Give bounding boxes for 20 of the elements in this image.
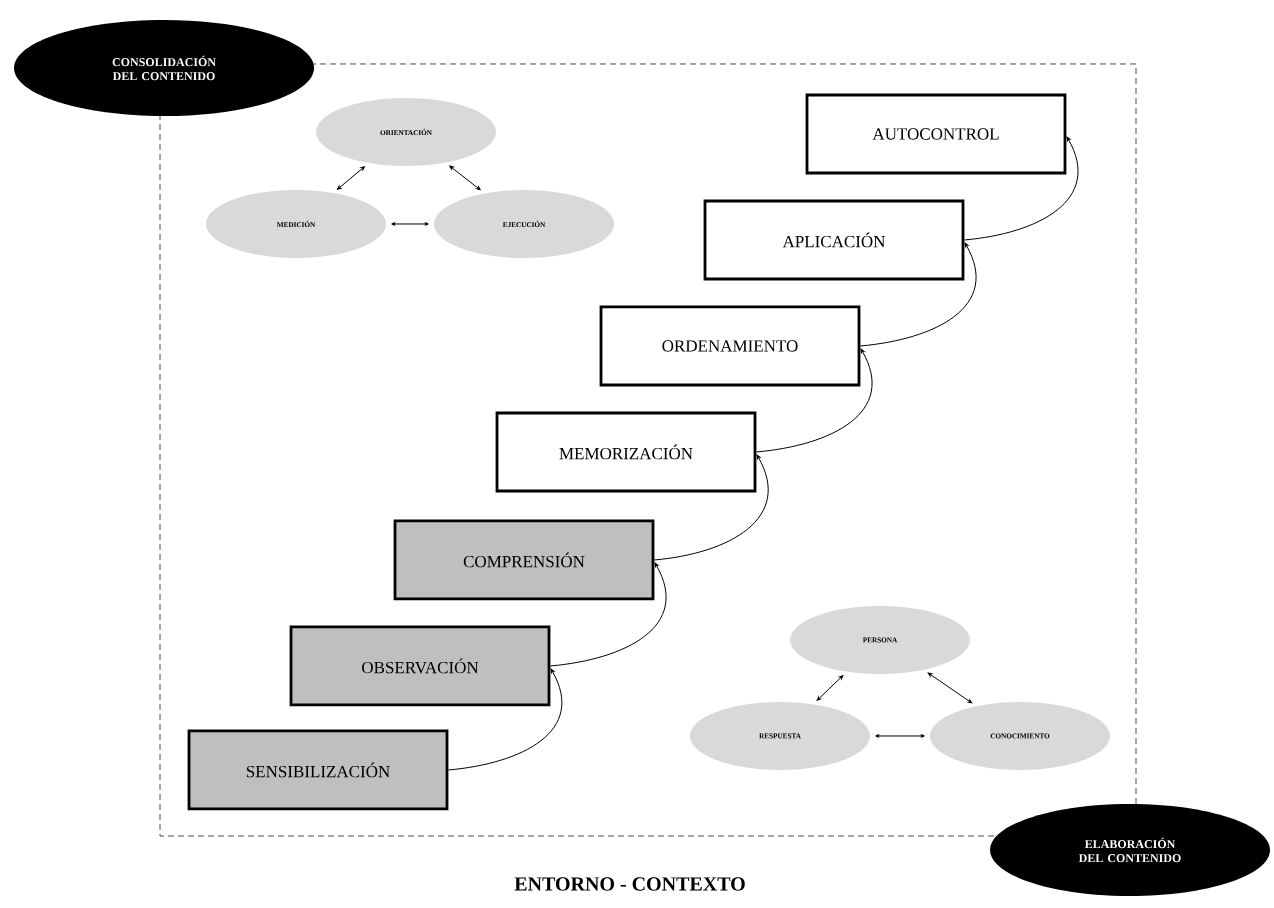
double-arrow xyxy=(816,675,844,701)
step-box: APLICACIÓN xyxy=(703,199,965,281)
step-box: AUTOCONTROL xyxy=(805,93,1067,175)
step-box: SENSIBILIZACIÓN xyxy=(187,729,449,811)
curved-arrow xyxy=(653,454,769,561)
double-arrow xyxy=(927,672,973,704)
curved-arrow xyxy=(963,136,1079,241)
step-box: COMPRENSIÓN xyxy=(393,519,655,601)
double-arrow xyxy=(449,165,481,191)
curved-arrow xyxy=(447,668,563,771)
curved-arrow xyxy=(549,562,667,667)
double-arrow xyxy=(337,166,365,190)
step-box: OBSERVACIÓN xyxy=(289,625,551,707)
double-arrow xyxy=(875,734,925,738)
curved-arrow xyxy=(755,348,873,453)
step-box: MEMORIZACIÓN xyxy=(495,411,757,493)
double-arrow xyxy=(391,222,429,226)
curved-arrow xyxy=(859,242,977,347)
footer-label: ENTORNO - CONTEXTO xyxy=(514,877,745,891)
step-box: ORDENAMIENTO xyxy=(599,305,861,387)
